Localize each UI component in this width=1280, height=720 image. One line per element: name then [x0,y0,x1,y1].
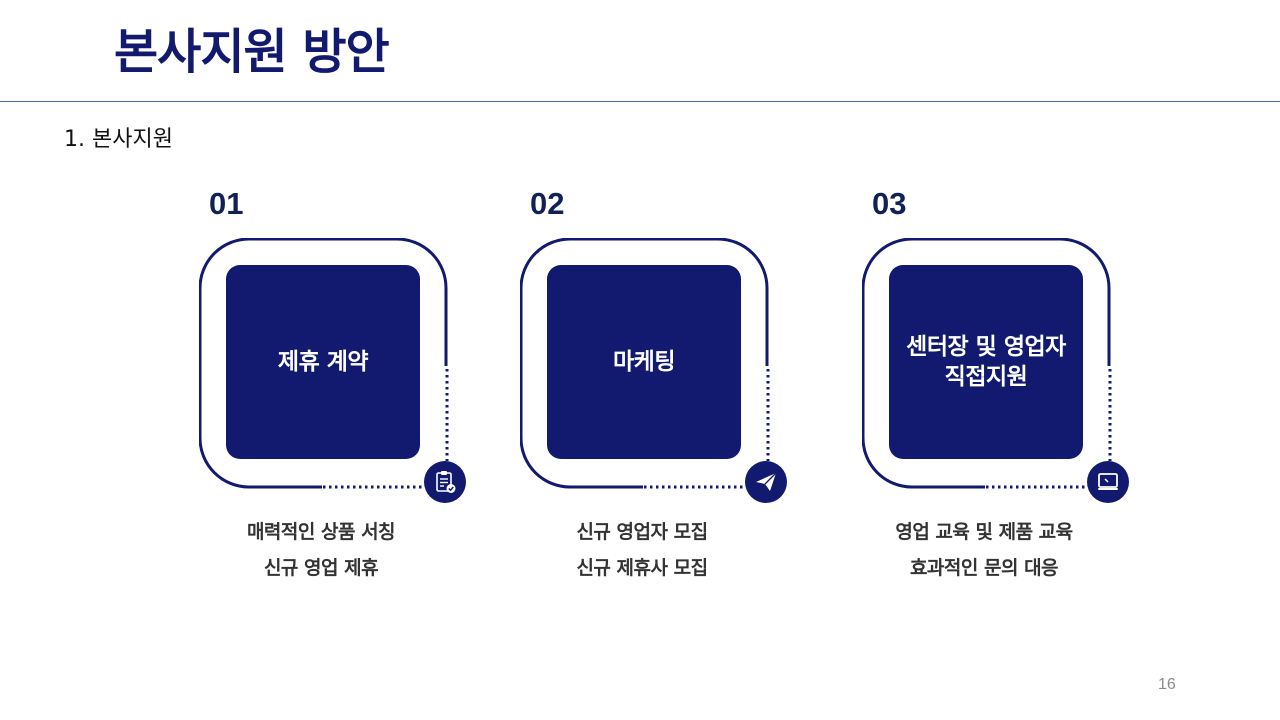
description-line: 매력적인 상품 서칭 [246,521,396,543]
description-line: 신규 제휴사 모집 [576,557,708,579]
description-line: 신규 영업자 모집 [576,521,708,543]
step-card: 마케팅 [547,265,741,459]
step-label: 제휴 계약 [277,349,369,375]
section-heading: 1. 본사지원 [64,127,173,152]
description-line: 영업 교육 및 제품 교육 [895,521,1073,543]
step-frame [520,238,770,489]
step-description: 신규 영업자 모집 신규 제휴사 모집 [520,514,764,586]
description-line: 신규 영업 제휴 [263,557,379,579]
step-3: 03 센터장 및 영업자 직접지원 영업 교육 및 제품 교육 효과적인 문의 … [862,186,1152,586]
icon-badge [424,461,466,503]
page-number: 16 [1158,676,1176,693]
step-number: 02 [530,186,565,221]
paper-plane-icon [756,472,777,491]
step-description: 매력적인 상품 서칭 신규 영업 제휴 [199,514,443,586]
step-number: 03 [872,186,907,221]
page-title: 본사지원 방안 [114,24,390,80]
step-number: 01 [209,186,244,221]
step-label: 센터장 및 영업자 직접지원 [906,334,1066,390]
description-line: 효과적인 문의 대응 [909,557,1059,579]
step-card: 제휴 계약 [226,265,420,459]
icon-badge [1087,461,1129,503]
step-frame [862,238,1112,489]
step-card: 센터장 및 영업자 직접지원 [889,265,1083,459]
clipboard-check-icon [436,471,456,493]
monitor-icon [1098,473,1118,490]
icon-badge [745,461,787,503]
step-label: 마케팅 [613,349,675,375]
step-frame [199,238,449,489]
step-1: 01 제휴 계약 매력적인 상품 서칭 신규 영업 제휴 [199,186,489,586]
step-2: 02 마케팅 신규 영업자 모집 신규 제휴사 모집 [520,186,810,586]
title-divider [0,101,1280,102]
step-description: 영업 교육 및 제품 교육 효과적인 문의 대응 [862,514,1106,586]
